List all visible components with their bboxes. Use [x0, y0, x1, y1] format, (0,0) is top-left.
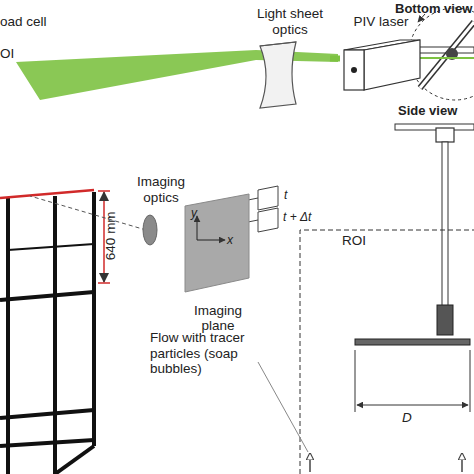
- laser-aperture: [351, 67, 357, 73]
- diameter-dimension: [357, 405, 468, 406]
- part-label: oad cell: [0, 14, 47, 30]
- rotor-blade: [355, 339, 470, 345]
- dimension-tick: [470, 350, 471, 412]
- laser-front-face: [344, 50, 364, 90]
- rotor-blade-inner: [420, 22, 474, 88]
- frame-leg: [6, 198, 10, 474]
- frame-beam: [0, 292, 94, 300]
- axis-label: x: [227, 234, 233, 248]
- rotor-blade: [420, 22, 474, 88]
- image-frame: [258, 208, 278, 232]
- view-heading: Side view: [398, 104, 457, 119]
- time-label: t + Δt: [283, 211, 311, 225]
- dimension-label: D: [402, 410, 412, 426]
- flow-arrow: [309, 454, 311, 472]
- load-cell: [436, 128, 454, 142]
- node-text: Light sheet optics: [250, 6, 330, 37]
- cylindrical-lens: [260, 42, 296, 108]
- node-text: Imaging optics: [128, 174, 194, 205]
- light-beam: [330, 55, 340, 61]
- frame-leg: [92, 192, 96, 446]
- frame-top-outline: [0, 190, 94, 198]
- node-text: Imaging plane: [183, 303, 253, 334]
- view-heading: Bottom view: [395, 2, 472, 17]
- roi-outline: [300, 230, 474, 474]
- optical-axis: [30, 196, 146, 230]
- motor: [437, 305, 453, 335]
- axis-label: y: [191, 207, 197, 221]
- frame-brace: [55, 446, 94, 474]
- dimension-tick: [98, 190, 110, 192]
- time-label: t: [284, 189, 287, 203]
- test-frame: [0, 192, 94, 474]
- imaging-lens-shape: [143, 215, 157, 245]
- imaging-plane-shape: [185, 194, 249, 292]
- laser-box: PIV laser: [340, 14, 422, 104]
- leader-line: [258, 362, 308, 452]
- x-axis: [197, 240, 225, 241]
- node-text: PIV laser: [354, 14, 409, 30]
- frame-leg: [53, 196, 57, 474]
- frame-beam: [0, 410, 94, 418]
- region-label: ROI: [342, 233, 366, 249]
- image-frame: [258, 186, 278, 210]
- flow-note: Flow with tracer particles (soap bubbles…: [150, 330, 262, 377]
- support-rod: [442, 142, 448, 307]
- dimension-label: 640 mm: [103, 211, 119, 260]
- lens-optics: Light sheet optics: [250, 6, 330, 110]
- dimension-tick: [98, 282, 110, 284]
- laser-side-face: [364, 40, 420, 90]
- frame-beam: [8, 244, 94, 250]
- frame-beam: [0, 440, 94, 446]
- flow-arrow: [461, 454, 463, 472]
- imaging-lens: Imaging optics: [128, 174, 194, 248]
- dimension-tick: [355, 350, 356, 412]
- support-bar: [395, 124, 474, 130]
- part-label: OI: [0, 46, 14, 62]
- lens-edge: [260, 42, 296, 46]
